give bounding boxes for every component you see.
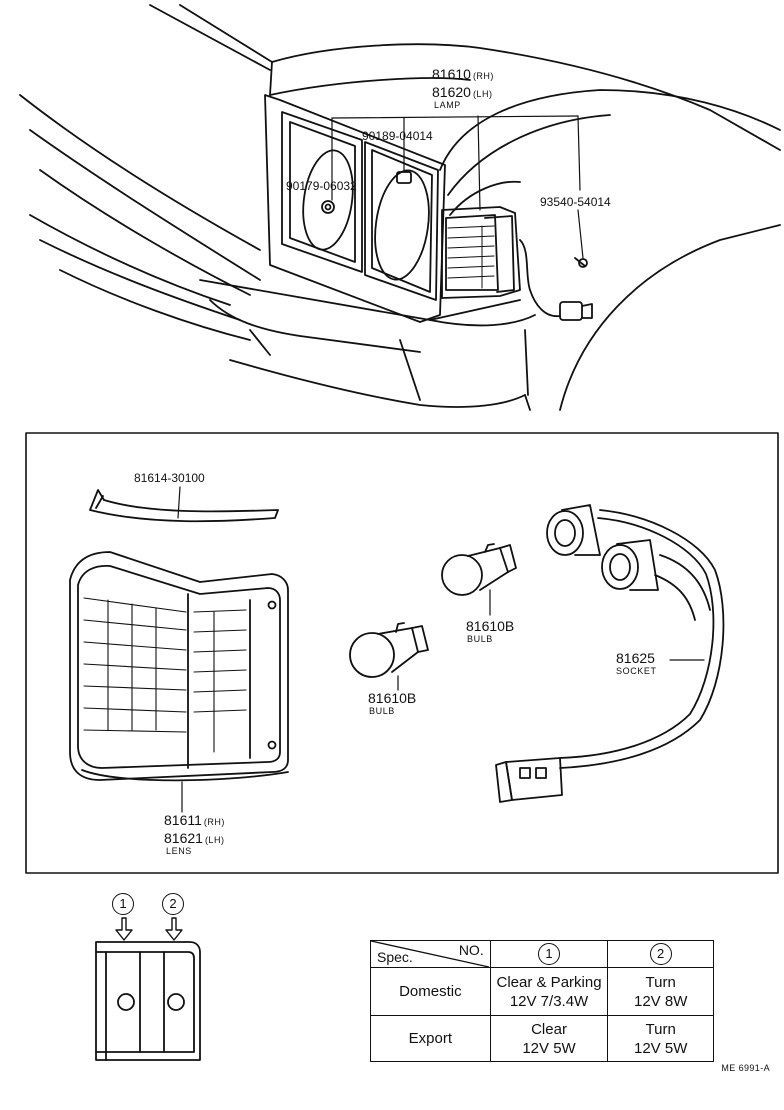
lens-lh-number: 81621 — [164, 830, 203, 846]
lamp-rh-number: 81610 — [432, 66, 471, 82]
socket-name: SOCKET — [616, 666, 657, 676]
lamp-rh-suffix: (RH) — [472, 71, 494, 81]
bulb-lower-number: 81610B — [368, 690, 417, 706]
garnish-part-number: 81614-30100 — [134, 471, 205, 485]
screw-part-number: 93540-54014 — [540, 195, 611, 209]
socket-harness — [495, 504, 725, 803]
lens-assembly — [69, 551, 289, 782]
spec-cell-line: 12V 5W — [522, 1039, 576, 1057]
spec-cell-line: 12V 8W — [634, 992, 688, 1010]
spec-col-1-mark: 1 — [538, 943, 561, 965]
figure-code: ME 6991-A — [721, 1063, 770, 1073]
clip-part-number: 90189-04014 — [362, 129, 433, 143]
vehicle-front-view — [19, 4, 781, 411]
bulb-upper-number: 81610B — [466, 618, 515, 634]
bulb-lower-name: BULB — [369, 706, 395, 716]
lens-lh-suffix: (LH) — [204, 835, 225, 845]
lens-rh-number: 81611 — [164, 812, 202, 828]
lamp-lh-number: 81620 — [432, 84, 471, 100]
bulb-upper — [441, 543, 517, 596]
spec-col-2-mark: 2 — [649, 943, 672, 965]
nut-part-number: 90179-06032 — [286, 179, 357, 193]
bulb-upper-name: BULB — [467, 634, 493, 644]
spec-corner-cell: Spec. NO. — [370, 940, 491, 968]
spec-cell-line: Clear — [531, 1020, 567, 1038]
spec-table-header-row: Spec. NO. 1 2 — [370, 940, 714, 968]
spec-row-name: Domestic — [370, 967, 491, 1016]
spec-cell-line: 12V 7/3.4W — [509, 992, 589, 1010]
lamp-lh-suffix: (LH) — [472, 89, 493, 99]
socket-part-number: 81625 — [616, 650, 655, 666]
lens-lh-label: 81621(LH) — [164, 830, 224, 848]
lens-name: LENS — [166, 846, 192, 856]
lamp-rh-label: 81610(RH) — [432, 66, 494, 84]
position-mark-2: 2 — [162, 893, 184, 915]
spec-row-name: Export — [370, 1015, 491, 1062]
spec-corner-spec: Spec. — [377, 949, 413, 965]
position-mark-1: 1 — [112, 893, 134, 915]
corner-diagonal — [371, 941, 489, 967]
garnish-strip — [89, 489, 279, 523]
lens-rh-label: 81611(RH) — [164, 812, 225, 830]
bulb-position-diagram — [95, 917, 201, 1061]
spec-corner-no: NO. — [458, 942, 484, 958]
spec-col-2-header: 2 — [607, 940, 714, 968]
spec-cell-line: Clear & Parking — [496, 973, 602, 991]
spec-cell-line: Turn — [645, 1020, 676, 1038]
spec-cell-line: 12V 5W — [634, 1039, 688, 1057]
spec-cell-line: Turn — [645, 973, 676, 991]
spec-col-1-header: 1 — [489, 940, 609, 968]
exploded-view-frame — [25, 432, 779, 874]
lamp-lh-label: 81620(LH) — [432, 84, 492, 102]
lamp-name: LAMP — [434, 100, 461, 110]
bulb-lower — [349, 622, 429, 678]
lens-rh-suffix: (RH) — [203, 817, 225, 827]
